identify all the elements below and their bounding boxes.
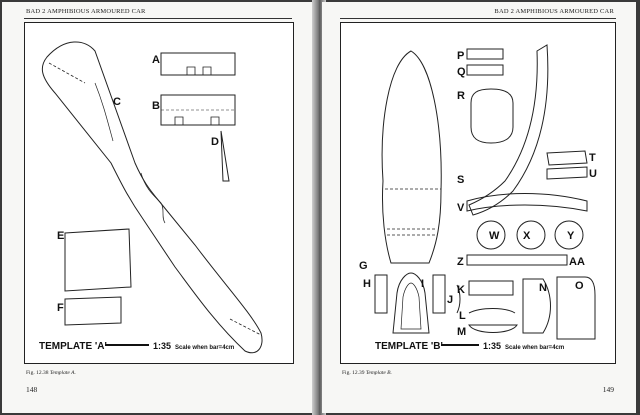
part-label-f: F — [57, 302, 64, 314]
template-a-drawing: A B C D E F TEMPLATE 'A' 1:35 Scale when… — [39, 41, 263, 354]
right-header-rule — [340, 18, 616, 19]
part-r-shape — [470, 88, 514, 144]
part-m-shape — [468, 324, 518, 333]
left-caption: Fig. 12.38 Template A. — [26, 370, 76, 376]
part-label-e: E — [57, 230, 64, 242]
part-label-x: X — [523, 230, 531, 242]
part-label-n: N — [539, 282, 547, 294]
left-caption-title: Template A. — [49, 370, 76, 376]
part-arch-shape — [392, 272, 430, 334]
part-b-shape — [160, 94, 236, 126]
part-j-shape — [456, 284, 461, 314]
part-label-a: A — [152, 54, 160, 66]
part-label-b: B — [152, 100, 160, 112]
part-w-shape — [476, 220, 506, 250]
scale-text-a: Scale when bar=4cm — [175, 345, 234, 351]
part-label-s: S — [457, 174, 464, 186]
part-x-shape — [516, 220, 546, 250]
part-c-inner — [94, 82, 114, 142]
part-i-shape — [432, 274, 446, 314]
part-l-shape — [468, 308, 516, 314]
left-page: BAD 2 AMPHIBIOUS ARMOURED CAR — [2, 2, 316, 413]
part-z-shape — [466, 254, 568, 266]
part-h-shape — [374, 274, 388, 314]
part-label-m: M — [457, 326, 466, 338]
right-caption-title: Template B. — [365, 370, 392, 376]
part-c-fold-1 — [48, 62, 86, 84]
part-label-z: Z — [457, 256, 464, 268]
right-caption: Fig. 12.39 Template B. — [342, 370, 392, 376]
template-a-label: TEMPLATE 'A' — [39, 341, 107, 352]
part-label-u: U — [589, 168, 597, 180]
part-o-shape — [556, 276, 596, 340]
part-d-shape — [220, 130, 230, 182]
part-label-p: P — [457, 50, 464, 62]
left-page-number: 148 — [26, 385, 38, 394]
part-k-shape — [468, 280, 514, 296]
part-a-shape — [160, 52, 236, 76]
template-b-drawing: P Q R S T U V W X Y Z AA G H I J K L M N — [359, 44, 597, 352]
part-f-shape — [64, 296, 122, 326]
part-p-shape — [466, 48, 504, 60]
part-q-shape — [466, 64, 504, 76]
part-label-g: G — [359, 260, 368, 272]
template-b-label: TEMPLATE 'B' — [375, 341, 443, 352]
part-label-t: T — [589, 152, 596, 164]
right-running-head: BAD 2 AMPHIBIOUS ARMOURED CAR — [494, 8, 614, 15]
part-u-shape — [546, 166, 588, 180]
part-label-o: O — [575, 280, 584, 292]
part-c-inner-2 — [140, 172, 166, 224]
part-g-shape — [381, 50, 442, 264]
part-e-shape — [64, 228, 132, 292]
part-c-fold-2 — [229, 318, 262, 336]
right-caption-fig: Fig. 12.39 — [342, 370, 365, 376]
part-label-w: W — [489, 230, 500, 242]
part-n-shape — [522, 278, 551, 334]
template-b-frame: P Q R S T U V W X Y Z AA G H I J K L M N — [340, 22, 616, 364]
template-a-frame: A B C D E F TEMPLATE 'A' 1:35 Scale when… — [24, 22, 294, 364]
part-label-h: H — [363, 278, 371, 290]
part-label-aa: AA — [569, 256, 585, 268]
part-c-shape — [41, 41, 263, 354]
scale-ratio-a: 1:35 — [153, 341, 171, 351]
part-y-shape — [554, 220, 584, 250]
part-label-k: K — [457, 284, 465, 296]
left-running-head: BAD 2 AMPHIBIOUS ARMOURED CAR — [26, 8, 146, 15]
part-label-c: C — [113, 96, 121, 108]
right-page: BAD 2 AMPHIBIOUS ARMOURED CAR — [322, 2, 636, 413]
part-s-shape — [468, 44, 549, 216]
part-v-shape — [466, 193, 588, 212]
scale-ratio-b: 1:35 — [483, 341, 501, 351]
part-label-y: Y — [567, 230, 575, 242]
part-label-j: J — [447, 294, 453, 306]
left-caption-fig: Fig. 12.38 — [26, 370, 49, 376]
part-label-r: R — [457, 90, 465, 102]
part-label-d: D — [211, 136, 219, 148]
left-header-rule — [24, 18, 292, 19]
right-page-number: 149 — [602, 385, 614, 394]
part-t-shape — [546, 150, 588, 166]
part-label-l: L — [459, 310, 466, 322]
part-label-q: Q — [457, 66, 466, 78]
scale-text-b: Scale when bar=4cm — [505, 345, 564, 351]
part-label-v: V — [457, 202, 465, 214]
part-label-i: I — [421, 278, 424, 290]
